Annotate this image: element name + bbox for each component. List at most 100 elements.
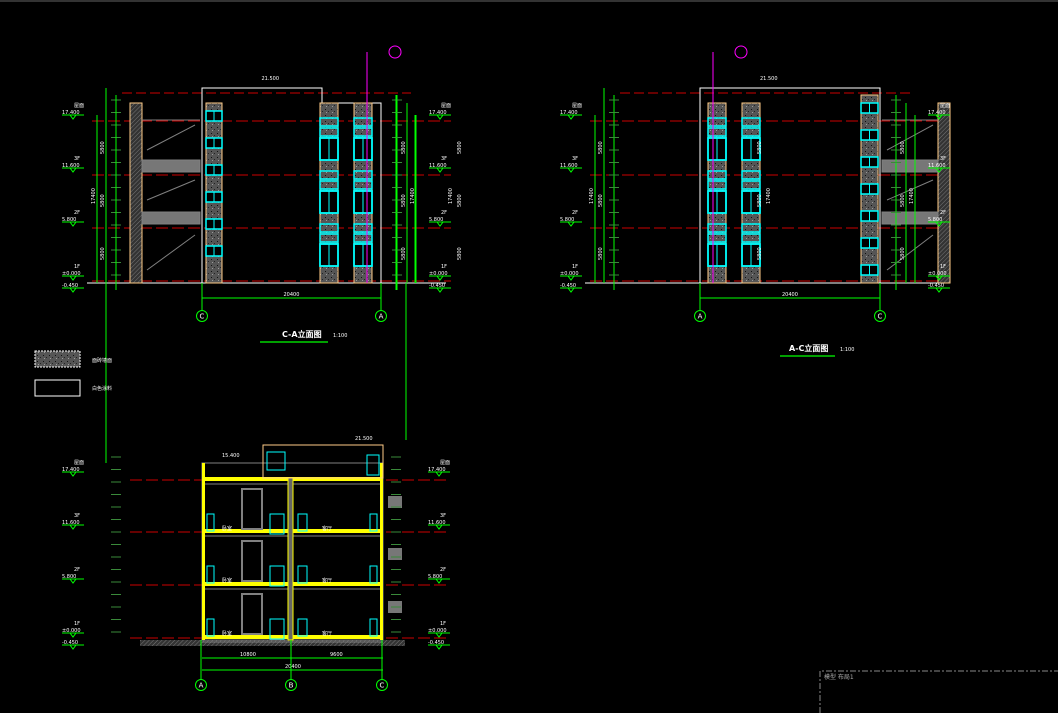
floor-height-dim: 5800 <box>757 194 763 207</box>
level-triangle-icon <box>435 471 443 477</box>
legend-swatch-hatched <box>34 350 81 368</box>
window <box>707 127 727 137</box>
window <box>741 127 761 137</box>
room-label: 卧室 <box>222 630 232 637</box>
total-dim: 20400 <box>284 292 300 298</box>
floor-height-dim: 5800 <box>598 247 604 260</box>
level-label: ±0.000 <box>928 271 947 277</box>
wall-right <box>380 463 383 640</box>
level-label: 5.800 <box>560 217 574 223</box>
level-label: 5.800 <box>62 217 76 223</box>
building-outline <box>699 87 881 283</box>
door <box>269 513 285 535</box>
door-elevation <box>241 540 263 582</box>
level-mark: 屋面 <box>440 460 450 466</box>
axis-label: B <box>289 682 294 690</box>
overall-height-dim: 17400 <box>909 188 915 204</box>
level-label: -0.450 <box>62 283 78 289</box>
door-elevation <box>241 488 263 530</box>
window <box>707 180 727 190</box>
level-mark: 1F <box>940 264 946 270</box>
level-label: -0.450 <box>62 640 78 646</box>
level-label: 5.800 <box>62 574 76 580</box>
level-mark: 1F <box>572 264 578 270</box>
axis-label: A <box>698 313 703 321</box>
level-mark: 1F <box>440 621 446 627</box>
level-triangle-icon <box>69 221 77 227</box>
stair-wall <box>129 102 143 284</box>
detail-index-bubble <box>734 45 748 59</box>
layout-viewport-box[interactable]: 模型 布局1 <box>819 670 1058 713</box>
span-dim: 10800 <box>240 652 256 658</box>
level-triangle-icon <box>567 167 575 173</box>
level-triangle-icon <box>69 644 77 650</box>
level-mark: 屋面 <box>572 103 582 109</box>
elevation-a-c: 17.400屋面11.6003F5.8002F±0.0001F-0.450174… <box>560 45 951 322</box>
overall-height-dim: 17400 <box>448 188 454 204</box>
level-label: 5.800 <box>428 574 442 580</box>
level-label: ±0.000 <box>62 271 81 277</box>
level-triangle-icon <box>567 114 575 120</box>
level-mark: 屋面 <box>940 103 950 109</box>
level-label: 17.400 <box>62 467 80 473</box>
stair-wall <box>937 102 951 284</box>
transom-window <box>319 170 339 180</box>
scale-text: 1:100 <box>840 347 854 353</box>
level-mark: 2F <box>74 210 80 216</box>
level-label: 5.800 <box>928 217 942 223</box>
axis-label: C <box>380 682 385 690</box>
title-text: C-A立面图 <box>282 329 322 339</box>
level-triangle-icon <box>436 221 444 227</box>
floor-height-dim: 5800 <box>757 141 763 154</box>
level-label: 17.400 <box>560 110 578 116</box>
level-triangle-icon <box>69 471 77 477</box>
window <box>353 233 373 243</box>
level-triangle-icon <box>935 275 943 281</box>
axis-label: C <box>878 313 883 321</box>
level-mark: 2F <box>572 210 578 216</box>
floor-height-dim: 5800 <box>100 141 106 154</box>
total-dim: 20400 <box>285 664 301 670</box>
level-mark: 2F <box>74 567 80 573</box>
layout-tabs-label[interactable]: 模型 布局1 <box>824 673 854 681</box>
level-triangle-icon <box>935 221 943 227</box>
level-triangle-icon <box>436 275 444 281</box>
level-triangle-icon <box>935 167 943 173</box>
level-mark: 屋面 <box>441 103 451 109</box>
overall-height-dim: 17400 <box>766 188 772 204</box>
window <box>206 565 215 584</box>
elevation-a-c-title: A-C立面图 1:100 <box>780 343 854 357</box>
level-mark: 2F <box>440 567 446 573</box>
window <box>297 513 308 532</box>
level-triangle-icon <box>935 114 943 120</box>
window <box>707 233 727 243</box>
level-label: 17.400 <box>928 110 946 116</box>
axis-bubble <box>375 310 387 322</box>
level-label: -0.450 <box>428 640 444 646</box>
penthouse <box>262 444 384 479</box>
stair-flight <box>146 124 196 151</box>
penthouse-window <box>366 454 380 476</box>
level-triangle-icon <box>436 167 444 173</box>
transom-window <box>353 223 373 233</box>
stair-landing <box>141 211 201 225</box>
stair-flight <box>886 179 934 201</box>
room-label: 客厅 <box>322 577 332 584</box>
level-label: -0.450 <box>429 283 445 289</box>
level-mark: 屋面 <box>74 460 84 466</box>
level-label: 11.600 <box>62 163 80 169</box>
transom-window <box>741 117 761 127</box>
axis-bubble <box>694 310 706 322</box>
window <box>369 565 378 584</box>
viewport-border <box>819 670 1058 713</box>
level-label: 11.600 <box>62 520 80 526</box>
roof-level: 21.500 <box>355 436 373 442</box>
level-label: -0.450 <box>928 283 944 289</box>
legend-swatch-outline <box>34 379 81 397</box>
axis-label: A <box>379 313 384 321</box>
floor-height-dim: 5800 <box>100 247 106 260</box>
level-triangle-icon <box>567 287 575 293</box>
floor-height-dim: 5800 <box>401 194 407 207</box>
level-mark: 3F <box>940 156 946 162</box>
